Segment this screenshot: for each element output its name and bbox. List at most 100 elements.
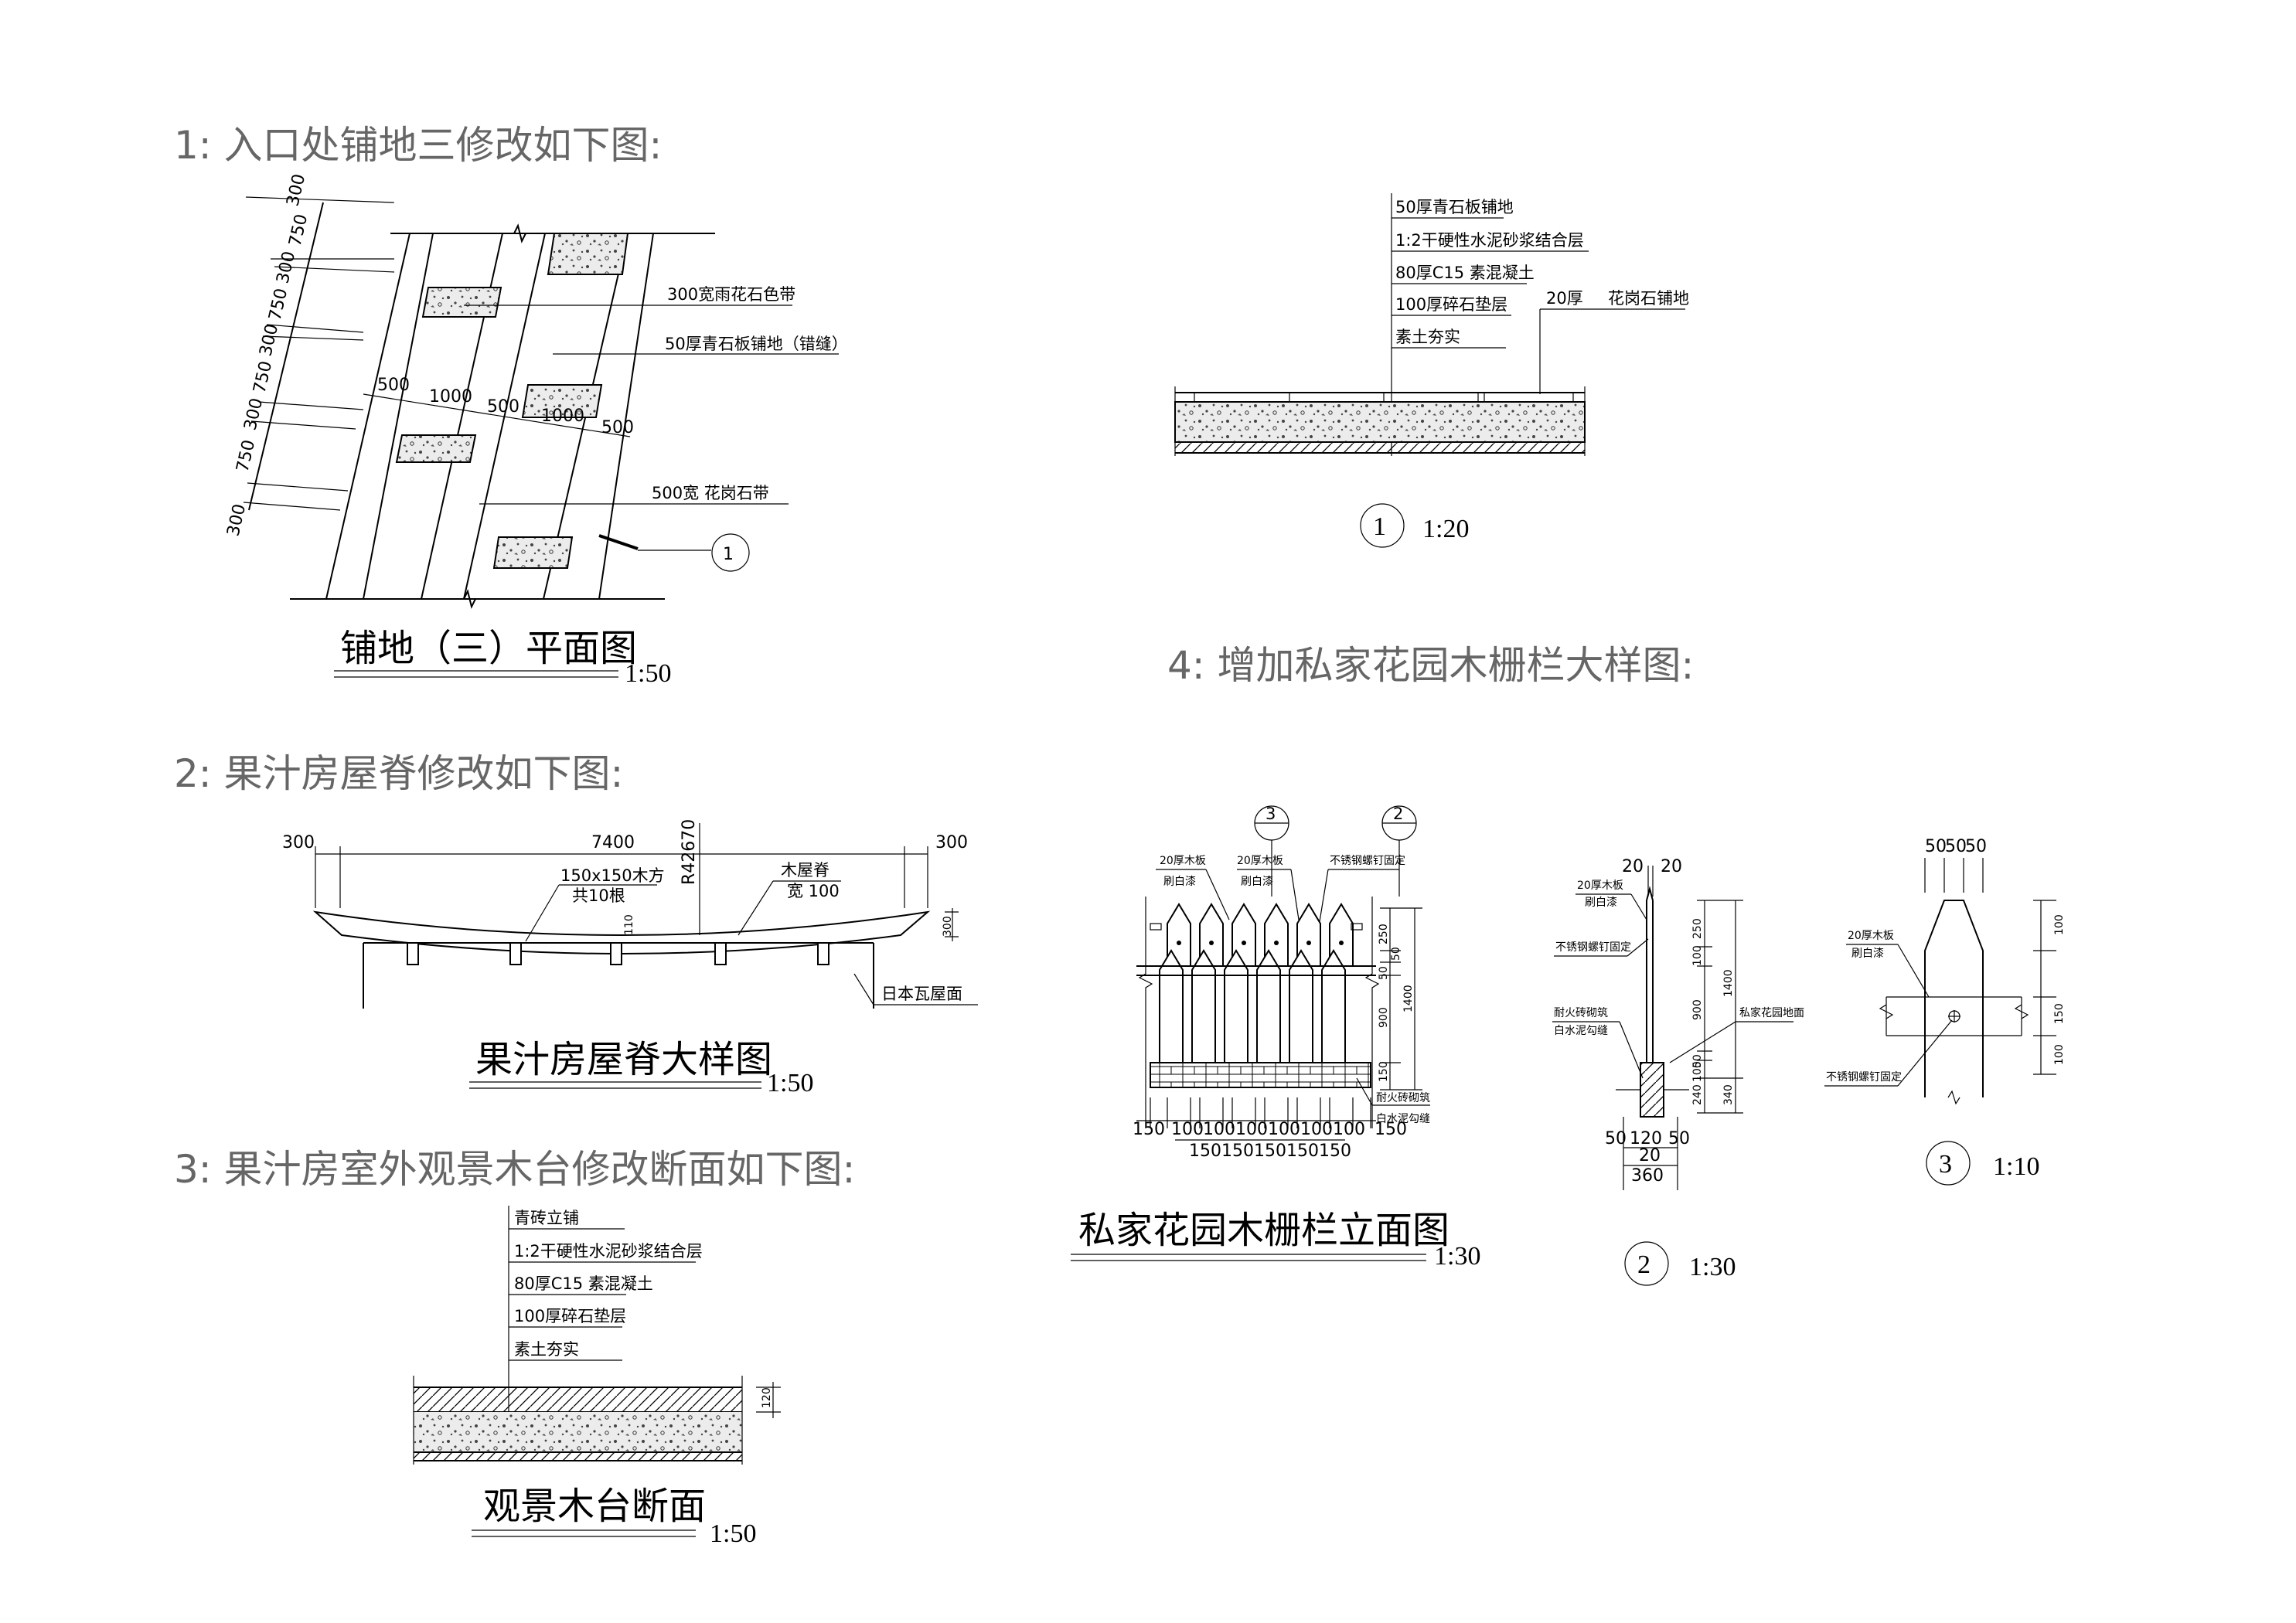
sec-top-dim: 20 xyxy=(1661,857,1682,876)
deck-layer: 青砖立铺 xyxy=(514,1209,579,1227)
ridge-beam-label-1: 150x150木方 xyxy=(560,866,665,885)
fence-label-a2: 刷白漆 xyxy=(1163,876,1196,888)
sec-vdim: 240 xyxy=(1691,1084,1704,1105)
left-dim: 300 xyxy=(256,322,282,359)
fence-bdim2: 150 xyxy=(1254,1142,1286,1161)
left-dim: 300 xyxy=(283,172,309,209)
row-dim: 500 xyxy=(377,376,410,395)
fence-rdim: 900 xyxy=(1378,1007,1390,1028)
layer-text: 50厚青石板铺地 xyxy=(1395,198,1514,216)
fence-label-a1: 20厚木板 xyxy=(1160,855,1206,867)
section-marker: 1 xyxy=(1373,512,1386,541)
sec-bdim: 20 xyxy=(1639,1146,1661,1165)
sec-vdim: 50 xyxy=(1691,1054,1704,1068)
deck-layer: 素土夯实 xyxy=(514,1340,579,1359)
det-top-dim: 50 xyxy=(1945,837,1967,856)
label-gravel-band: 300宽雨花石色带 xyxy=(667,285,795,304)
fence-label-d1: 耐火砖砌筑 xyxy=(1376,1092,1430,1104)
fence-section: 20 20 20厚木板 刷白漆 不锈钢螺钉固定 耐火砖砌筑 白水泥勾缝 私家花园… xyxy=(1552,857,1804,1286)
heading-3: 3: 果汁房室外观景木台修改断面如下图: xyxy=(174,1147,855,1192)
sec-label-c2: 白水泥勾缝 xyxy=(1554,1025,1608,1037)
left-dim: 750 xyxy=(250,359,276,396)
sec-marker: 2 xyxy=(1637,1250,1650,1279)
det-label-a2: 刷白漆 xyxy=(1851,948,1884,960)
ridge-detail: 300 7400 300 R42670 150x150木方 共10根 木屋脊 宽… xyxy=(282,819,978,1097)
layer-text: 素土夯实 xyxy=(1395,328,1460,346)
sec-bdim: 50 xyxy=(1605,1129,1627,1148)
sec-bdim: 120 xyxy=(1630,1129,1662,1148)
label-granite-paving: 花岗石铺地 xyxy=(1608,289,1689,308)
fence-bdim: 100 xyxy=(1235,1120,1268,1139)
fence-bdim: 150 xyxy=(1133,1120,1165,1139)
sec-vdim: 100 xyxy=(1691,945,1704,966)
paving-plan: 300 750 300 750 300 750 300 750 300 500 … xyxy=(223,172,847,688)
row-dim: 500 xyxy=(601,418,634,437)
deck-title: 观景木台断面 xyxy=(483,1485,706,1528)
layer-text: 100厚碎石垫层 xyxy=(1395,295,1507,314)
sec-bdim: 50 xyxy=(1668,1129,1690,1148)
det-top-dim: 50 xyxy=(1965,837,1987,856)
fence-label-b2: 刷白漆 xyxy=(1241,876,1273,888)
sec-vdim2: 1400 xyxy=(1722,969,1735,997)
sec-vdim: 900 xyxy=(1691,999,1704,1020)
roof-label: 日本瓦屋面 xyxy=(881,985,962,1003)
left-dim: 750 xyxy=(265,287,291,323)
ridge-dim: 300 xyxy=(282,833,315,852)
deck-layer: 80厚C15 素混凝土 xyxy=(514,1274,653,1293)
paving-plan-title: 铺地（三）平面图 xyxy=(340,627,637,670)
det-rdim: 150 xyxy=(2053,1003,2066,1024)
fence-bdim2: 150 xyxy=(1286,1142,1319,1161)
fence-detail: 50 50 50 20厚木板 刷白漆 不锈钢螺钉固定 xyxy=(1824,837,2066,1186)
ridge-label-2: 宽 100 xyxy=(787,882,840,900)
ridge-dim: 7400 xyxy=(591,833,635,852)
sec-label-d: 私家花园地面 xyxy=(1739,1006,1804,1019)
fence-bdim2: 150 xyxy=(1189,1142,1221,1161)
heading-2: 2: 果汁房屋脊修改如下图: xyxy=(174,751,623,796)
left-dim: 750 xyxy=(233,438,259,475)
ridge-beam-label-2: 共10根 xyxy=(572,886,625,905)
det-marker: 3 xyxy=(1939,1150,1952,1179)
det-scale: 1:10 xyxy=(1993,1152,2039,1181)
fence-scale: 1:30 xyxy=(1434,1242,1480,1271)
fence-title: 私家花园木栅栏立面图 xyxy=(1078,1209,1449,1252)
row-dim: 1000 xyxy=(429,387,472,407)
deck-dim: 120 xyxy=(761,1387,773,1408)
left-dim: 300 xyxy=(273,250,299,286)
fence-rdim: 1400 xyxy=(1402,985,1415,1012)
sec-label-b: 不锈钢螺钉固定 xyxy=(1555,941,1631,954)
sec-label-a2: 刷白漆 xyxy=(1585,897,1617,909)
sec-vdim2: 340 xyxy=(1722,1084,1735,1105)
label-20-thick: 20厚 xyxy=(1546,289,1583,308)
section-scale: 1:20 xyxy=(1422,515,1469,543)
fence-rdim: 50 xyxy=(1390,947,1402,961)
label-granite-band: 500宽 花岗石带 xyxy=(652,484,769,502)
sec-vdim: 250 xyxy=(1691,918,1704,939)
fence-bdim: 100 xyxy=(1300,1120,1333,1139)
layer-text: 1:2干硬性水泥砂浆结合层 xyxy=(1395,231,1584,250)
ridge-dim-110: 110 xyxy=(623,914,635,935)
heading-4: 4: 增加私家花园木栅栏大样图: xyxy=(1167,643,1694,688)
fence-bdim2: 150 xyxy=(1221,1142,1254,1161)
left-dim: 300 xyxy=(240,396,267,433)
fence-bdim: 100 xyxy=(1268,1120,1300,1139)
fence-marker: 3 xyxy=(1266,805,1276,823)
fence-rdim: 50 xyxy=(1378,966,1390,980)
sec-top-dim: 20 xyxy=(1622,857,1644,876)
fence-elevation: 3 2 20厚木板 刷白漆 20厚木板 刷白漆 不锈钢螺钉固定 xyxy=(1071,805,1480,1271)
fence-rdim: 150 xyxy=(1378,1061,1390,1082)
ridge-title: 果汁房屋脊大样图 xyxy=(475,1038,772,1081)
fence-bdim: 100 xyxy=(1333,1120,1365,1139)
ridge-label-1: 木屋脊 xyxy=(781,861,829,880)
row-dim: 1000 xyxy=(541,407,584,426)
det-rdim: 100 xyxy=(2053,914,2066,935)
fence-label-c: 不锈钢螺钉固定 xyxy=(1330,855,1405,867)
layer-text: 80厚C15 素混凝土 xyxy=(1395,264,1535,282)
paving-section: 50厚青石板铺地 1:2干硬性水泥砂浆结合层 80厚C15 素混凝土 100厚碎… xyxy=(1174,193,1689,548)
callout-1: 1 xyxy=(723,545,734,564)
sec-scale: 1:30 xyxy=(1689,1253,1736,1281)
det-rdim: 100 xyxy=(2053,1044,2066,1065)
heading-1: 1: 入口处铺地三修改如下图: xyxy=(174,123,662,168)
fence-bdim2: 150 xyxy=(1319,1142,1351,1161)
row-dim: 500 xyxy=(487,397,519,417)
